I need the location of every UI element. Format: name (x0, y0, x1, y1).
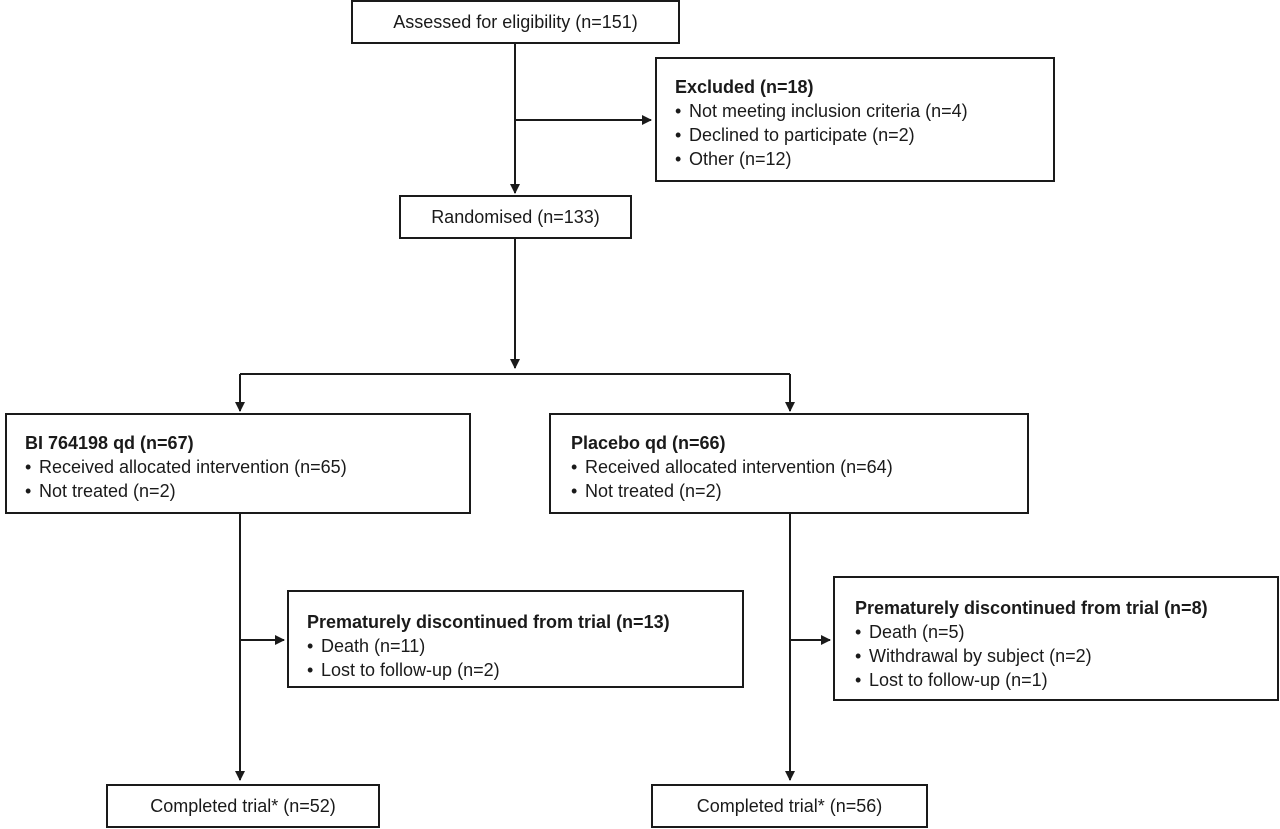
randomised-label: Randomised (n=133) (431, 206, 600, 227)
list-item: Withdrawal by subject (n=2) (855, 644, 1267, 668)
bi-completed-box: Completed trial* (n=52) (106, 784, 380, 828)
bi-completed-label: Completed trial* (n=52) (150, 795, 336, 816)
bi-discontinued-title: Prematurely discontinued from trial (n=1… (307, 612, 670, 632)
randomised-box: Randomised (n=133) (399, 195, 632, 239)
placebo-discontinued-title: Prematurely discontinued from trial (n=8… (855, 598, 1208, 618)
bi-discontinued-box: Prematurely discontinued from trial (n=1… (287, 590, 744, 688)
list-item: Death (n=11) (307, 634, 732, 658)
excluded-title: Excluded (n=18) (675, 77, 814, 97)
placebo-completed-label: Completed trial* (n=56) (696, 795, 883, 816)
list-item: Death (n=5) (855, 620, 1267, 644)
bi-discontinued-list: Death (n=11) Lost to follow-up (n=2) (307, 634, 732, 682)
list-item: Received allocated intervention (n=64) (571, 455, 1017, 479)
excluded-list: Not meeting inclusion criteria (n=4) Dec… (675, 99, 1043, 171)
placebo-discontinued-box: Prematurely discontinued from trial (n=8… (833, 576, 1279, 701)
bi-arm-box: BI 764198 qd (n=67) Received allocated i… (5, 413, 471, 514)
excluded-box: Excluded (n=18) Not meeting inclusion cr… (655, 57, 1055, 182)
placebo-arm-title: Placebo qd (n=66) (571, 433, 726, 453)
placebo-arm-list: Received allocated intervention (n=64) N… (571, 455, 1017, 503)
list-item: Not meeting inclusion criteria (n=4) (675, 99, 1043, 123)
bi-arm-title: BI 764198 qd (n=67) (25, 433, 194, 453)
list-item: Received allocated intervention (n=65) (25, 455, 459, 479)
list-item: Lost to follow-up (n=2) (307, 658, 732, 682)
placebo-arm-box: Placebo qd (n=66) Received allocated int… (549, 413, 1029, 514)
placebo-discontinued-list: Death (n=5) Withdrawal by subject (n=2) … (855, 620, 1267, 692)
list-item: Not treated (n=2) (25, 479, 459, 503)
placebo-completed-box: Completed trial* (n=56) (651, 784, 928, 828)
list-item: Other (n=12) (675, 147, 1043, 171)
assessed-label: Assessed for eligibility (n=151) (393, 11, 638, 32)
assessed-box: Assessed for eligibility (n=151) (351, 0, 680, 44)
list-item: Declined to participate (n=2) (675, 123, 1043, 147)
bi-arm-list: Received allocated intervention (n=65) N… (25, 455, 459, 503)
list-item: Not treated (n=2) (571, 479, 1017, 503)
list-item: Lost to follow-up (n=1) (855, 668, 1267, 692)
